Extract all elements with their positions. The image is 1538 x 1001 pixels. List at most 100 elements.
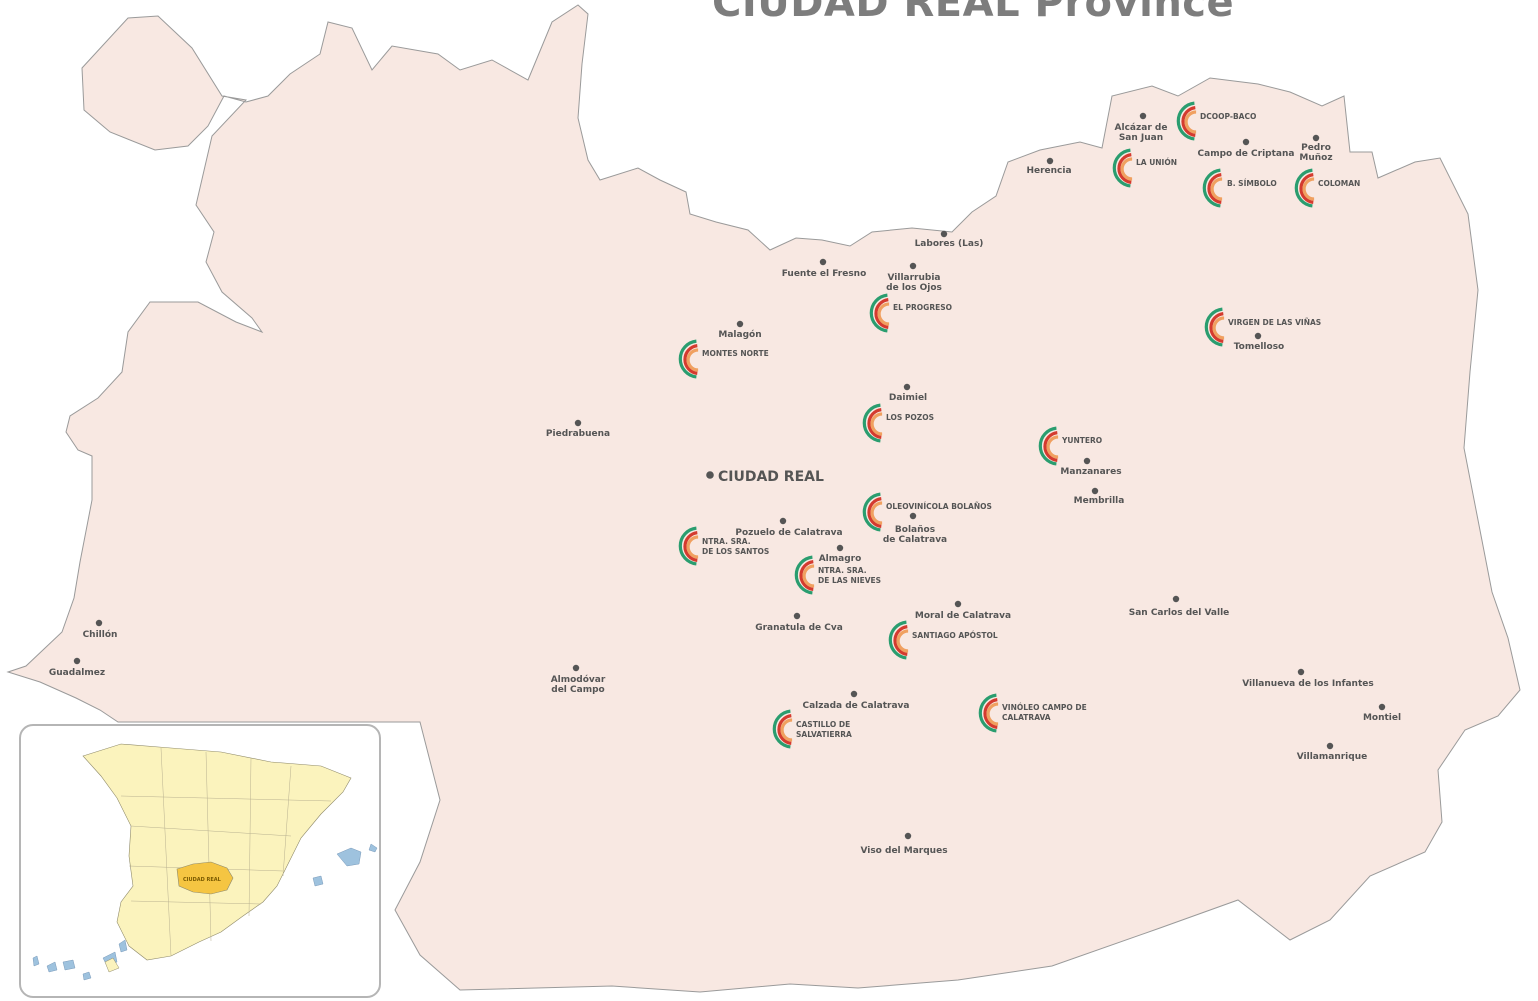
- cooperative-arc: [772, 709, 791, 749]
- cooperatives-layer: DCOOP-BACO LA UNIÓN B. SÍMBOLO COLOMAN EL PR…: [678, 101, 1360, 749]
- cooperative-label: DCOOP-BACO: [1200, 112, 1256, 121]
- town-label: Herencia: [1026, 166, 1071, 176]
- town-label: Calzada de Calatrava: [803, 701, 910, 711]
- cooperative-label: DE LAS NIEVES: [818, 576, 881, 585]
- town-label: Moral de Calatrava: [915, 611, 1011, 621]
- cooperative-arc: [1181, 106, 1196, 137]
- town-dot-icon: [73, 657, 81, 665]
- town-san-carlos: San Carlos del Valle: [1129, 595, 1229, 618]
- cooperative-arcs-icon: [772, 709, 793, 749]
- cooperative-arc: [1120, 157, 1133, 181]
- cooperative-arcs-icon: [862, 403, 883, 443]
- spain-mainland-shape: [82, 743, 352, 961]
- cooperative-arc: [686, 535, 699, 559]
- cooperative-arc: [686, 348, 699, 372]
- cooperative-label: LA UNIÓN: [1136, 158, 1177, 167]
- cooperative-arc: [1046, 435, 1059, 459]
- cooperative-coloman: COLOMAN: [1294, 168, 1360, 208]
- town-label: Villarrubia: [887, 273, 940, 283]
- cooperative-arc: [983, 698, 998, 729]
- town-dot-icon: [909, 512, 917, 520]
- town-almagro: Almagro: [819, 544, 861, 564]
- town-dot-icon: [1091, 487, 1099, 495]
- town-dot-icon: [574, 419, 582, 427]
- cooperative-arc: [893, 625, 908, 656]
- town-villamanrique: Villamanrique: [1297, 742, 1367, 762]
- cooperative-arc: [802, 564, 815, 588]
- cooperative-arc: [1117, 153, 1132, 184]
- cooperative-arcs-icon: [1294, 168, 1315, 208]
- capital-label: CIUDAD REAL: [718, 469, 824, 485]
- town-label: Guadalmez: [49, 668, 105, 678]
- cooperative-label: VINÓLEO CAMPO DE: [1002, 703, 1087, 712]
- cooperative-los-pozos: LOS POZOS: [862, 403, 934, 443]
- cooperative-label: CALATRAVA: [1002, 713, 1051, 722]
- capital-layer: CIUDAD REAL: [706, 469, 824, 485]
- cooperative-arcs-icon: [794, 555, 815, 595]
- cooperative-arc: [1212, 316, 1225, 340]
- town-label: Fuente el Fresno: [782, 269, 867, 279]
- town-label: San Juan: [1119, 133, 1163, 143]
- town-dot-icon: [779, 517, 787, 525]
- cooperative-arc: [986, 702, 999, 726]
- cooperative-arcs-icon: [678, 339, 699, 379]
- cooperative-arc: [896, 629, 909, 653]
- cooperative-arc: [1299, 173, 1314, 204]
- cooperative-arcs-icon: [1038, 426, 1059, 466]
- town-dot-icon: [1254, 332, 1262, 340]
- town-dot-icon: [1378, 703, 1386, 711]
- cooperative-arcs-icon: [1176, 101, 1197, 141]
- town-dot-icon: [1139, 112, 1147, 120]
- town-dot-icon: [909, 262, 917, 270]
- town-pozuelo: Pozuelo de Calatrava: [735, 517, 843, 538]
- cooperative-arcs-icon: [869, 293, 890, 333]
- town-label: Villanueva de los Infantes: [1242, 679, 1373, 689]
- town-granatula: Granatula de Cva: [755, 612, 843, 633]
- cooperative-arc: [1294, 168, 1313, 208]
- town-dot-icon: [736, 320, 744, 328]
- town-label: Labores (Las): [915, 239, 984, 249]
- town-manzanares: Manzanares: [1060, 457, 1122, 477]
- cooperative-label: COLOMAN: [1318, 179, 1360, 188]
- town-label: Membrilla: [1074, 496, 1125, 506]
- capital-dot-icon: [706, 471, 714, 479]
- canary-islands-shape: [32, 939, 128, 981]
- town-label: Daimiel: [889, 393, 927, 403]
- cooperative-arc: [877, 302, 890, 326]
- town-label: Muñoz: [1299, 153, 1332, 163]
- town-villanueva: Villanueva de los Infantes: [1242, 668, 1374, 689]
- town-dot-icon: [1312, 134, 1320, 142]
- cooperative-label: DE LOS SANTOS: [702, 547, 769, 556]
- cooperative-arc: [874, 298, 889, 329]
- town-label: Manzanares: [1060, 467, 1121, 477]
- cooperative-el-progreso: EL PROGRESO: [869, 293, 952, 333]
- town-campo-criptana: Campo de Criptana: [1198, 138, 1294, 159]
- cooperative-arc: [794, 555, 813, 595]
- cooperative-label: SALVATIERRA: [796, 730, 852, 739]
- cooperative-arc: [1038, 426, 1057, 466]
- spain-inset-map: CIUDAD REAL: [19, 724, 381, 998]
- cooperative-arc: [888, 620, 907, 660]
- canary-islands-mainland-shape: [104, 957, 120, 973]
- town-dot-icon: [793, 612, 801, 620]
- town-herencia: Herencia: [1026, 157, 1072, 176]
- inset-ciudad-real-label: CIUDAD REAL: [183, 877, 222, 883]
- town-dot-icon: [1083, 457, 1091, 465]
- cooperative-oleovinicola: OLEOVINÍCOLA BOLAÑOS: [862, 492, 992, 532]
- cooperative-arc: [869, 293, 888, 333]
- cooperative-label: OLEOVINÍCOLA BOLAÑOS: [886, 502, 992, 511]
- town-membrilla: Membrilla: [1074, 487, 1125, 506]
- cooperative-arc: [1207, 173, 1222, 204]
- town-label: Montiel: [1363, 713, 1401, 723]
- town-dot-icon: [903, 383, 911, 391]
- town-label: Tomelloso: [1234, 342, 1285, 352]
- cooperative-arcs-icon: [1112, 148, 1133, 188]
- cooperative-la-union: LA UNIÓN: [1112, 148, 1177, 188]
- cooperative-b-simbolo: B. SÍMBOLO: [1202, 168, 1277, 208]
- town-fuente-fresno: Fuente el Fresno: [782, 258, 867, 279]
